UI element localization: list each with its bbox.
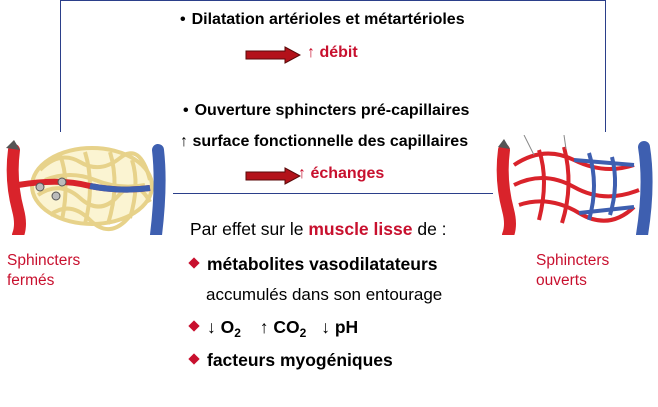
o2-subscript: 2 xyxy=(234,326,241,340)
right-arrow-icon xyxy=(245,46,301,64)
bullet: • xyxy=(183,102,189,119)
bullet: • xyxy=(180,11,186,28)
intro-sentence: Par effet sur le muscle lisse de : xyxy=(190,219,447,240)
caption-line: Sphincters xyxy=(536,252,610,269)
ouverture-text: Ouverture sphincters pré-capillaires xyxy=(194,102,470,119)
item-metabolites: métabolites vasodilatateurs xyxy=(188,254,438,275)
item-text: métabolites vasodilatateurs xyxy=(207,254,438,274)
dilatation-line: • Dilatation artérioles et métartérioles xyxy=(180,11,465,29)
box-frame-right xyxy=(605,0,606,132)
co2-text: ↑ CO xyxy=(259,317,300,337)
item-text: facteurs myogéniques xyxy=(207,350,393,370)
diamond-bullet-icon xyxy=(188,257,200,269)
debit-result: ↑ débit xyxy=(307,44,358,61)
caption-line: Sphincters xyxy=(7,252,81,269)
dilatation-text: Dilatation artérioles et métartérioles xyxy=(191,11,465,28)
caption-line: ouverts xyxy=(536,272,587,289)
item-gases: ↓ O2 ↑ CO2 ↓ pH xyxy=(188,317,359,340)
box-frame-top xyxy=(60,0,606,1)
item-metabolites-sub: accumulés dans son entourage xyxy=(206,285,443,304)
intro-after: de : xyxy=(412,219,447,239)
right-arrow-icon xyxy=(245,167,301,185)
intro-before: Par effet sur le xyxy=(190,219,309,239)
item-myogeniques: facteurs myogéniques xyxy=(188,350,393,371)
box-frame-left xyxy=(60,0,61,132)
sphincters-ouverts-caption: Sphincters ouverts xyxy=(536,251,609,291)
capillary-bed-closed-image xyxy=(6,140,166,235)
co2-subscript: 2 xyxy=(299,326,307,340)
o2-text: ↓ O xyxy=(207,317,235,337)
diamond-bullet-icon xyxy=(188,320,200,332)
echanges-result: ↑ échanges xyxy=(298,165,385,182)
diamond-bullet-icon xyxy=(188,353,200,365)
ph-text: ↓ pH xyxy=(321,317,359,337)
sphincters-fermes-caption: Sphincters fermés xyxy=(7,251,80,291)
ouverture-line: • Ouverture sphincters pré-capillaires xyxy=(183,102,469,120)
capillary-bed-open-image xyxy=(496,135,653,235)
box-frame-bottom xyxy=(173,193,493,194)
caption-line: fermés xyxy=(7,272,55,289)
muscle-lisse-emphasis: muscle lisse xyxy=(308,219,413,239)
surface-line: ↑ surface fonctionnelle des capillaires xyxy=(180,133,469,150)
